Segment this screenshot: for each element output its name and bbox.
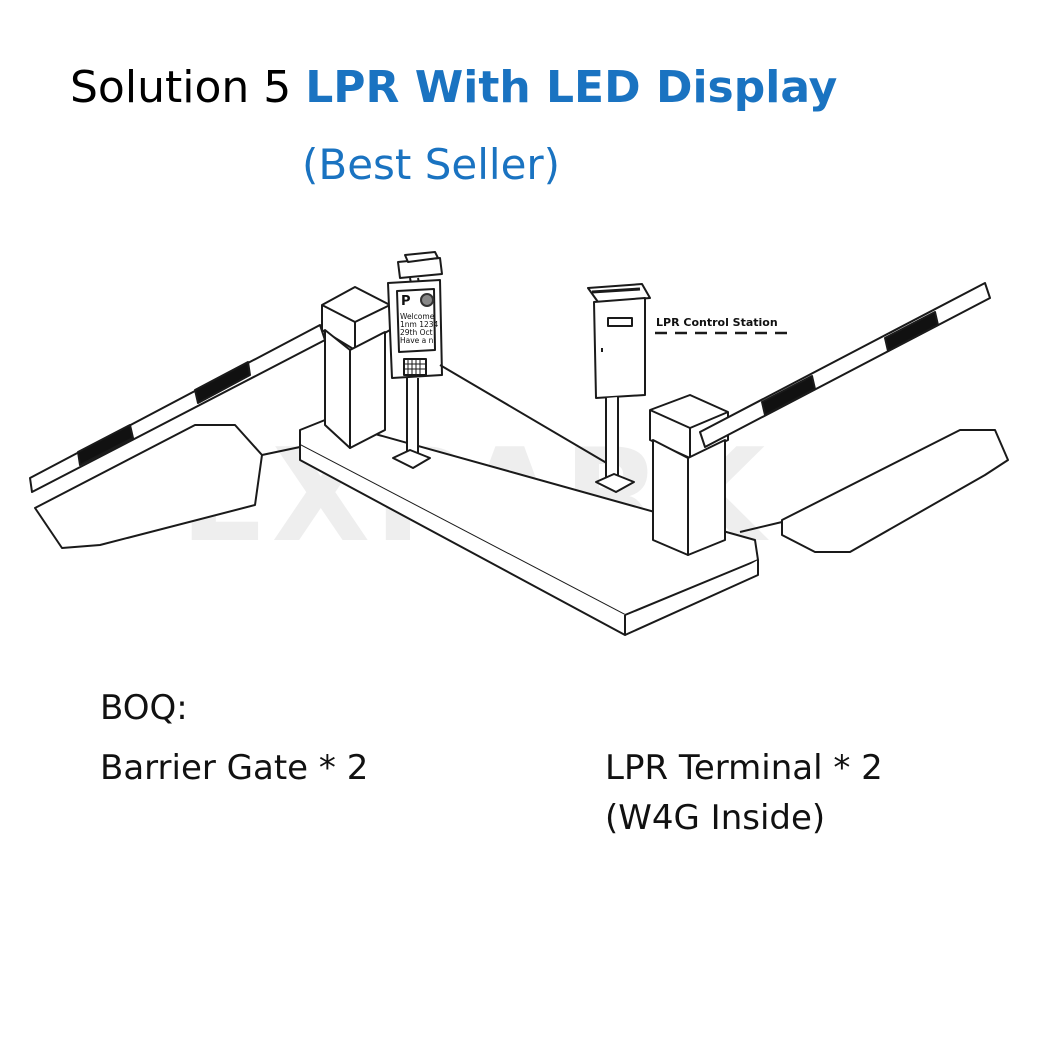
boq-item-barrier-gate: Barrier Gate * 2 <box>100 748 369 788</box>
boq-item-lpr-terminal: LPR Terminal * 2 <box>605 748 883 788</box>
left-barrier-boom <box>29 324 326 493</box>
control-station-label: LPR Control Station <box>656 316 778 329</box>
right-loop-cable <box>739 521 783 533</box>
island-edge-line <box>439 364 611 466</box>
page-title: Solution 5 LPR With LED Display <box>70 62 837 113</box>
led-line-1: Welcome <box>400 312 435 321</box>
lpr-terminal-right <box>587 283 651 493</box>
boq-item-lpr-terminal-note: (W4G Inside) <box>605 798 826 838</box>
right-barrier-boom <box>699 282 991 448</box>
led-line-3: 29th Oct <box>400 328 433 337</box>
traffic-island <box>299 419 759 636</box>
led-line-2: 1nm 1234 <box>400 320 439 329</box>
left-loop-cable <box>261 446 301 456</box>
boq-heading: BOQ: <box>100 688 188 728</box>
page-subtitle: (Best Seller) <box>302 140 561 189</box>
led-indicator-icon <box>420 293 434 307</box>
left-vehicle-loop <box>34 424 263 549</box>
lpr-terminal-left: P Welcome 1nm 1234 29th Oct Have a ni <box>387 251 443 469</box>
led-parking-letter: P <box>401 294 411 309</box>
title-main: LPR With LED Display <box>305 62 838 113</box>
left-barrier-gate <box>321 286 391 449</box>
right-vehicle-loop <box>781 429 1009 553</box>
title-prefix: Solution 5 <box>70 62 292 113</box>
right-barrier-gate <box>649 394 729 556</box>
led-line-4: Have a ni <box>400 336 436 345</box>
